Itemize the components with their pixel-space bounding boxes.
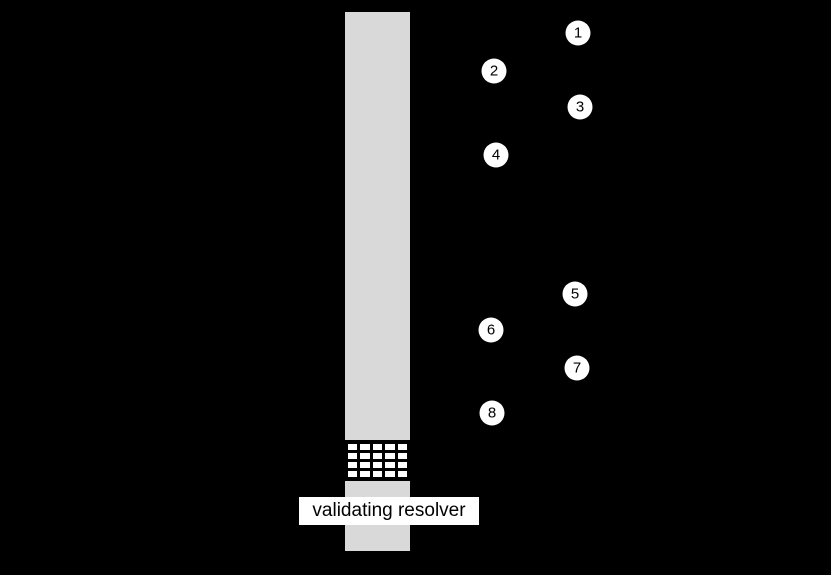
step-marker-4: 4 bbox=[483, 142, 509, 168]
grid-cell bbox=[385, 462, 395, 468]
step-marker-8: 8 bbox=[479, 400, 505, 426]
grid-cell bbox=[360, 462, 370, 468]
grid-cell bbox=[372, 453, 383, 459]
grid-cell bbox=[360, 444, 370, 450]
resolver-bar-top bbox=[345, 12, 410, 440]
validating-resolver-label: validating resolver bbox=[299, 497, 479, 525]
grid-cell bbox=[397, 471, 407, 477]
grid-cell bbox=[360, 453, 370, 459]
step-marker-1: 1 bbox=[565, 20, 591, 46]
grid-cell bbox=[360, 471, 370, 477]
grid-cell bbox=[397, 453, 407, 459]
step-marker-2: 2 bbox=[481, 58, 507, 84]
step-marker-5: 5 bbox=[562, 281, 588, 307]
step-marker-6: 6 bbox=[478, 317, 504, 343]
grid-cell bbox=[372, 462, 383, 468]
grid-cell bbox=[372, 444, 383, 450]
grid-cell bbox=[372, 471, 383, 477]
grid-cell bbox=[397, 462, 407, 468]
grid-cell bbox=[385, 471, 395, 477]
grid-cell bbox=[385, 453, 395, 459]
grid-cell bbox=[397, 444, 407, 450]
grid-cell bbox=[348, 444, 358, 450]
firewall-grid bbox=[345, 440, 410, 481]
step-marker-7: 7 bbox=[564, 355, 590, 381]
grid-cell bbox=[348, 462, 358, 468]
grid-cell bbox=[385, 444, 395, 450]
step-marker-3: 3 bbox=[567, 94, 593, 120]
grid-cell bbox=[348, 471, 358, 477]
grid-cell bbox=[348, 453, 358, 459]
